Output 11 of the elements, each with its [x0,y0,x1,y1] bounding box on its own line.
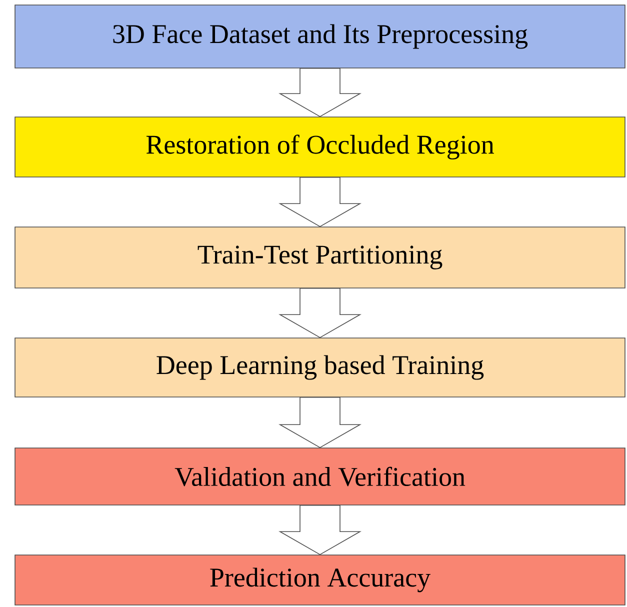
process-box: Validation and Verification [14,448,626,506]
block-arrow [278,505,362,556]
process-box: 3D Face Dataset and Its Preprocessing [14,4,626,68]
block-arrow [278,288,362,338]
block-arrow [278,68,362,118]
process-box: Restoration of Occluded Region [14,116,626,178]
block-arrow [278,397,362,448]
process-box: Deep Learning based Training [14,338,626,398]
block-arrow [278,177,362,228]
process-box: Train-Test Partitioning [14,226,626,288]
process-box: Prediction Accuracy [14,554,626,606]
